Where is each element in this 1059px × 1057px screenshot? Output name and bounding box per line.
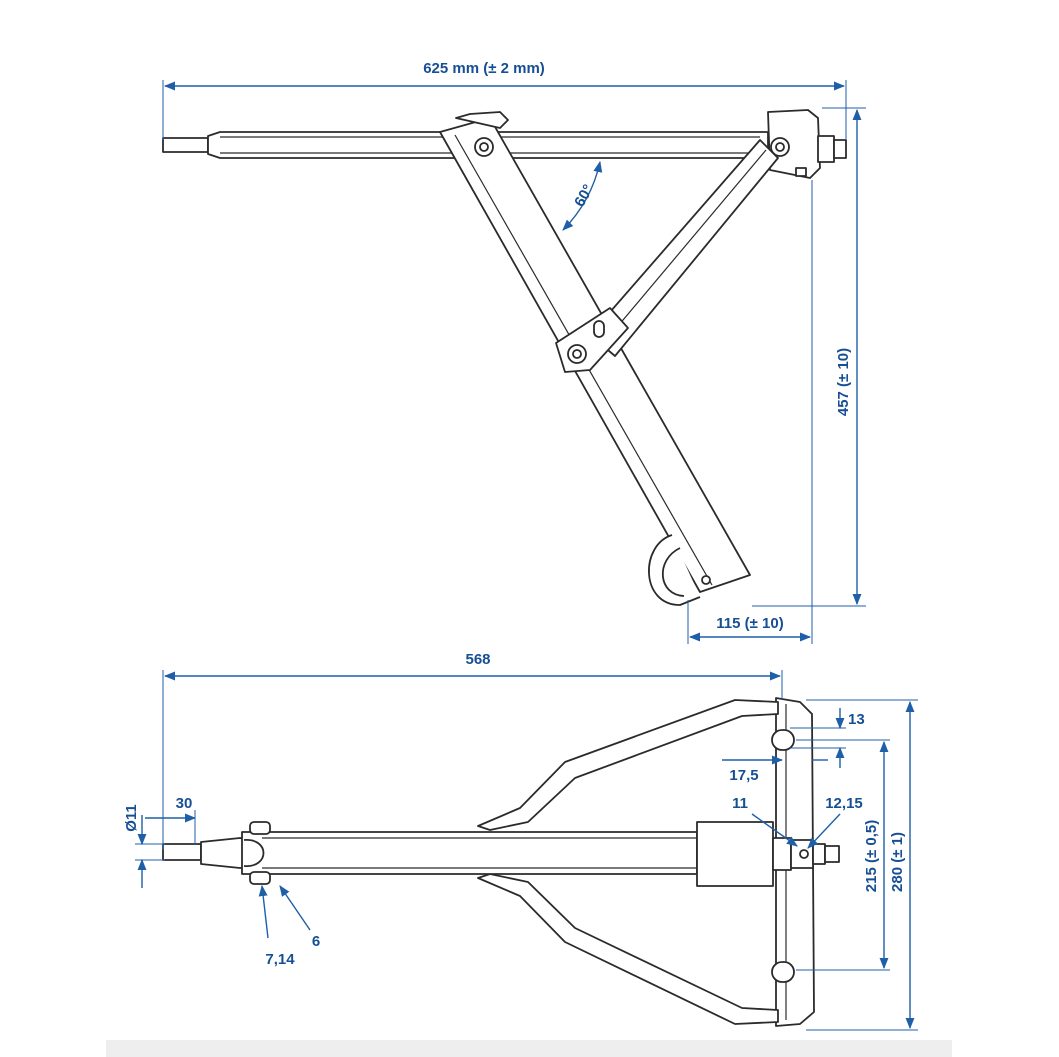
- label-7-14: 7,14: [265, 951, 295, 968]
- label-12-15: 12,15: [825, 795, 863, 812]
- top-arms: [477, 699, 779, 1025]
- bottom-strip: [106, 1040, 952, 1057]
- brace-strut: [555, 139, 779, 373]
- side-view: [162, 109, 847, 606]
- spindle-block: [696, 821, 840, 887]
- plate-width-label: 280 (± 1): [889, 832, 906, 892]
- top-view: [162, 697, 840, 1027]
- diameter-label: Ø11: [123, 804, 140, 832]
- hole-width-label: 13: [848, 711, 865, 728]
- main-tube: [162, 821, 698, 885]
- foot-offset-label: 115 (± 10): [716, 615, 783, 632]
- top-view-dimensions: 568 30 Ø11 13 17,5 11 12,15 215 (± 0,5) …: [123, 651, 918, 1031]
- overall-length-label: 625 mm (± 2 mm): [423, 60, 545, 77]
- label-6: 6: [312, 933, 320, 950]
- end-length-label: 30: [176, 795, 193, 812]
- end-bracket: [767, 109, 847, 179]
- label-11: 11: [732, 795, 748, 812]
- length-label: 568: [465, 651, 490, 668]
- hole-offset-label: 17,5: [729, 767, 758, 784]
- hole-spacing-label: 215 (± 0,5): [863, 820, 880, 892]
- height-label: 457 (± 10): [835, 348, 852, 416]
